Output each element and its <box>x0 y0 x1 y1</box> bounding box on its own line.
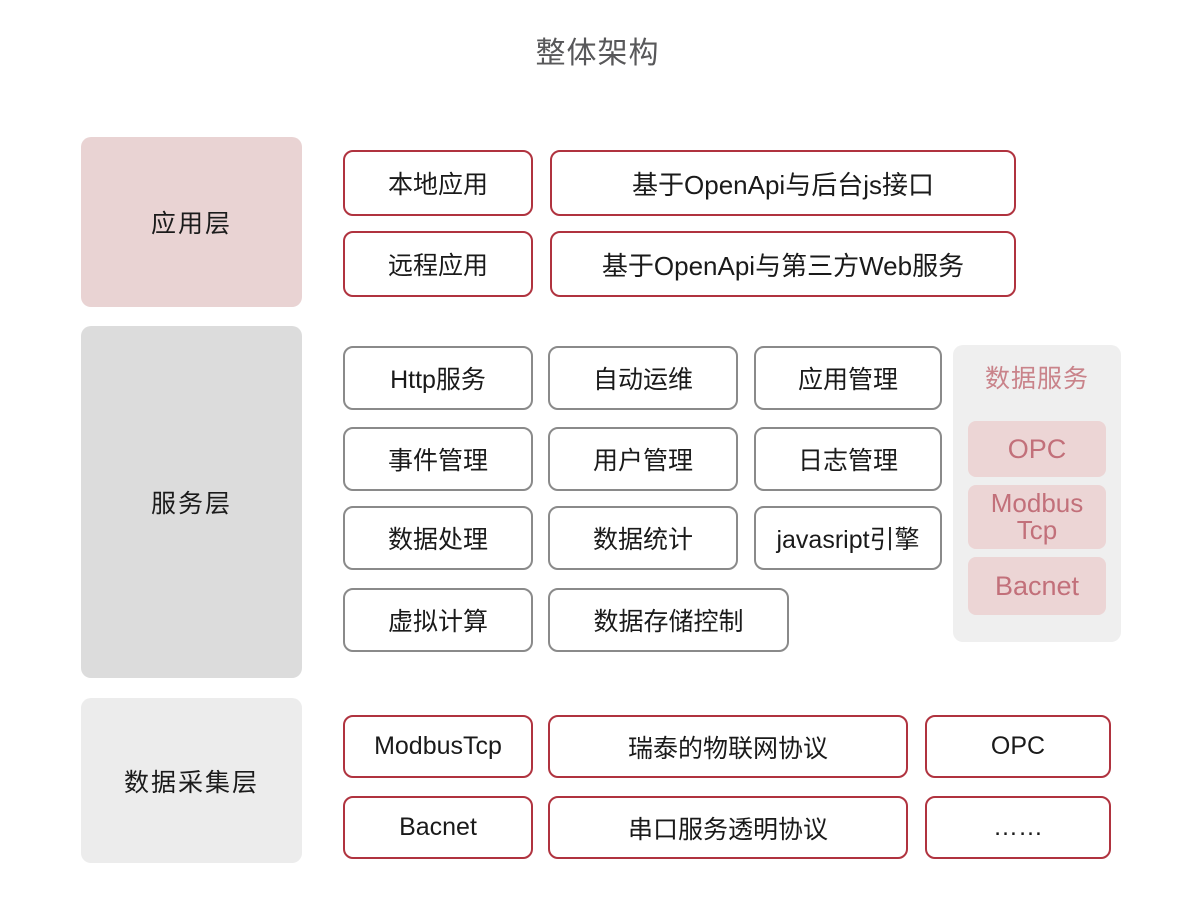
service-box-http-service[interactable]: Http服务 <box>343 346 533 410</box>
service-box-data-processing[interactable]: 数据处理 <box>343 506 533 570</box>
service-box-virtual-computing[interactable]: 虚拟计算 <box>343 588 533 652</box>
service-box-event-management[interactable]: 事件管理 <box>343 427 533 491</box>
app-box-local-application[interactable]: 本地应用 <box>343 150 533 216</box>
collection-box-opc[interactable]: OPC <box>925 715 1111 778</box>
data-service-item-opc[interactable]: OPC <box>968 421 1106 477</box>
layer-label-service: 服务层 <box>81 326 302 678</box>
service-box-data-storage-control[interactable]: 数据存储控制 <box>548 588 789 652</box>
data-service-item-bacnet[interactable]: Bacnet <box>968 557 1106 615</box>
app-box-openapi-thirdparty-web[interactable]: 基于OpenApi与第三方Web服务 <box>550 231 1016 297</box>
layer-label-data-collection: 数据采集层 <box>81 698 302 863</box>
data-service-item-modbus-line1: Modbus <box>990 487 1084 518</box>
data-service-title: 数据服务 <box>984 365 1089 393</box>
collection-box-modbustcp[interactable]: ModbusTcp <box>343 715 533 778</box>
service-box-log-management[interactable]: 日志管理 <box>754 427 942 491</box>
collection-box-serial-transparent-protocol[interactable]: 串口服务透明协议 <box>548 796 908 859</box>
collection-box-bacnet[interactable]: Bacnet <box>343 796 533 859</box>
collection-box-ellipsis[interactable]: …… <box>925 796 1111 859</box>
service-box-javascript-engine[interactable]: javasript引擎 <box>754 506 942 570</box>
data-service-item-modbus-tcp[interactable]: Modbus Tcp <box>968 485 1106 549</box>
layer-label-application: 应用层 <box>81 137 302 307</box>
app-box-openapi-backend-js[interactable]: 基于OpenApi与后台js接口 <box>550 150 1016 216</box>
app-box-remote-application[interactable]: 远程应用 <box>343 231 533 297</box>
collection-box-ruitai-iot-protocol[interactable]: 瑞泰的物联网协议 <box>548 715 908 778</box>
service-box-data-statistics[interactable]: 数据统计 <box>548 506 738 570</box>
service-box-app-management[interactable]: 应用管理 <box>754 346 942 410</box>
service-box-auto-ops[interactable]: 自动运维 <box>548 346 738 410</box>
data-service-panel: 数据服务 OPC Modbus Tcp Bacnet <box>953 345 1121 642</box>
page-title: 整体架构 <box>535 37 660 70</box>
data-service-item-modbus-line2: Tcp <box>1016 515 1058 545</box>
service-box-user-management[interactable]: 用户管理 <box>548 427 738 491</box>
